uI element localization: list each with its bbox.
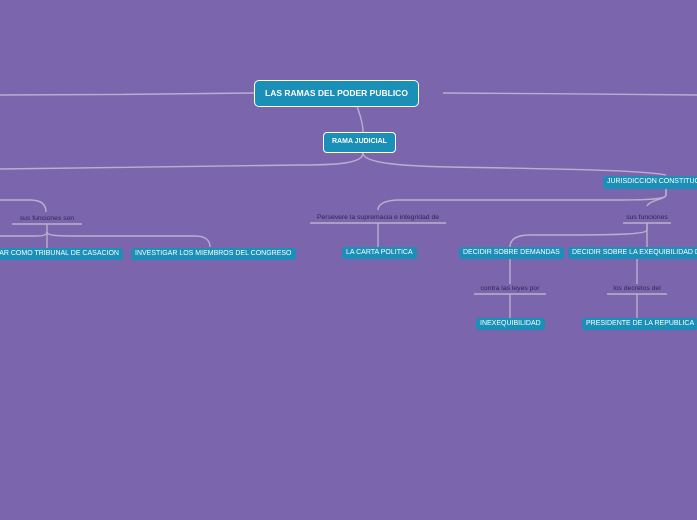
investigar-node[interactable]: INVESTIGAR LOS MIEMBROS DEL CONGRESO — [131, 248, 296, 260]
jurisdiccion-node[interactable]: JURISDICCION CONSTITUCIONAL — [603, 176, 697, 189]
label-contra: contra las leyes por — [480, 285, 540, 292]
demandas-node[interactable]: DECIDIR SOBRE DEMANDAS — [459, 247, 564, 259]
label-decretos: los decretos del — [613, 285, 661, 292]
casacion-node[interactable]: ACTUAR COMO TRIBUNAL DE CASACION — [0, 248, 123, 260]
inexequibilidad-node[interactable]: INEXEQUIBILIDAD — [476, 318, 545, 330]
presidente-node[interactable]: PRESIDENTE DE LA REPUBLICA — [582, 318, 697, 330]
carta-politica-node[interactable]: LA CARTA POLITICA — [342, 247, 417, 259]
root-node[interactable]: LAS RAMAS DEL PODER PUBLICO — [254, 80, 419, 107]
rama-judicial-node[interactable]: RAMA JUDICIAL — [323, 132, 396, 153]
label-funciones: sus funciones — [626, 214, 668, 221]
label-funciones-son: sus funciones son — [19, 215, 75, 222]
exequibilidad-node[interactable]: DECIDIR SOBRE LA EXEQUIBILIDAD DE — [568, 247, 697, 259]
label-preservar: Persevere la supremacia e integridad de — [316, 214, 440, 221]
